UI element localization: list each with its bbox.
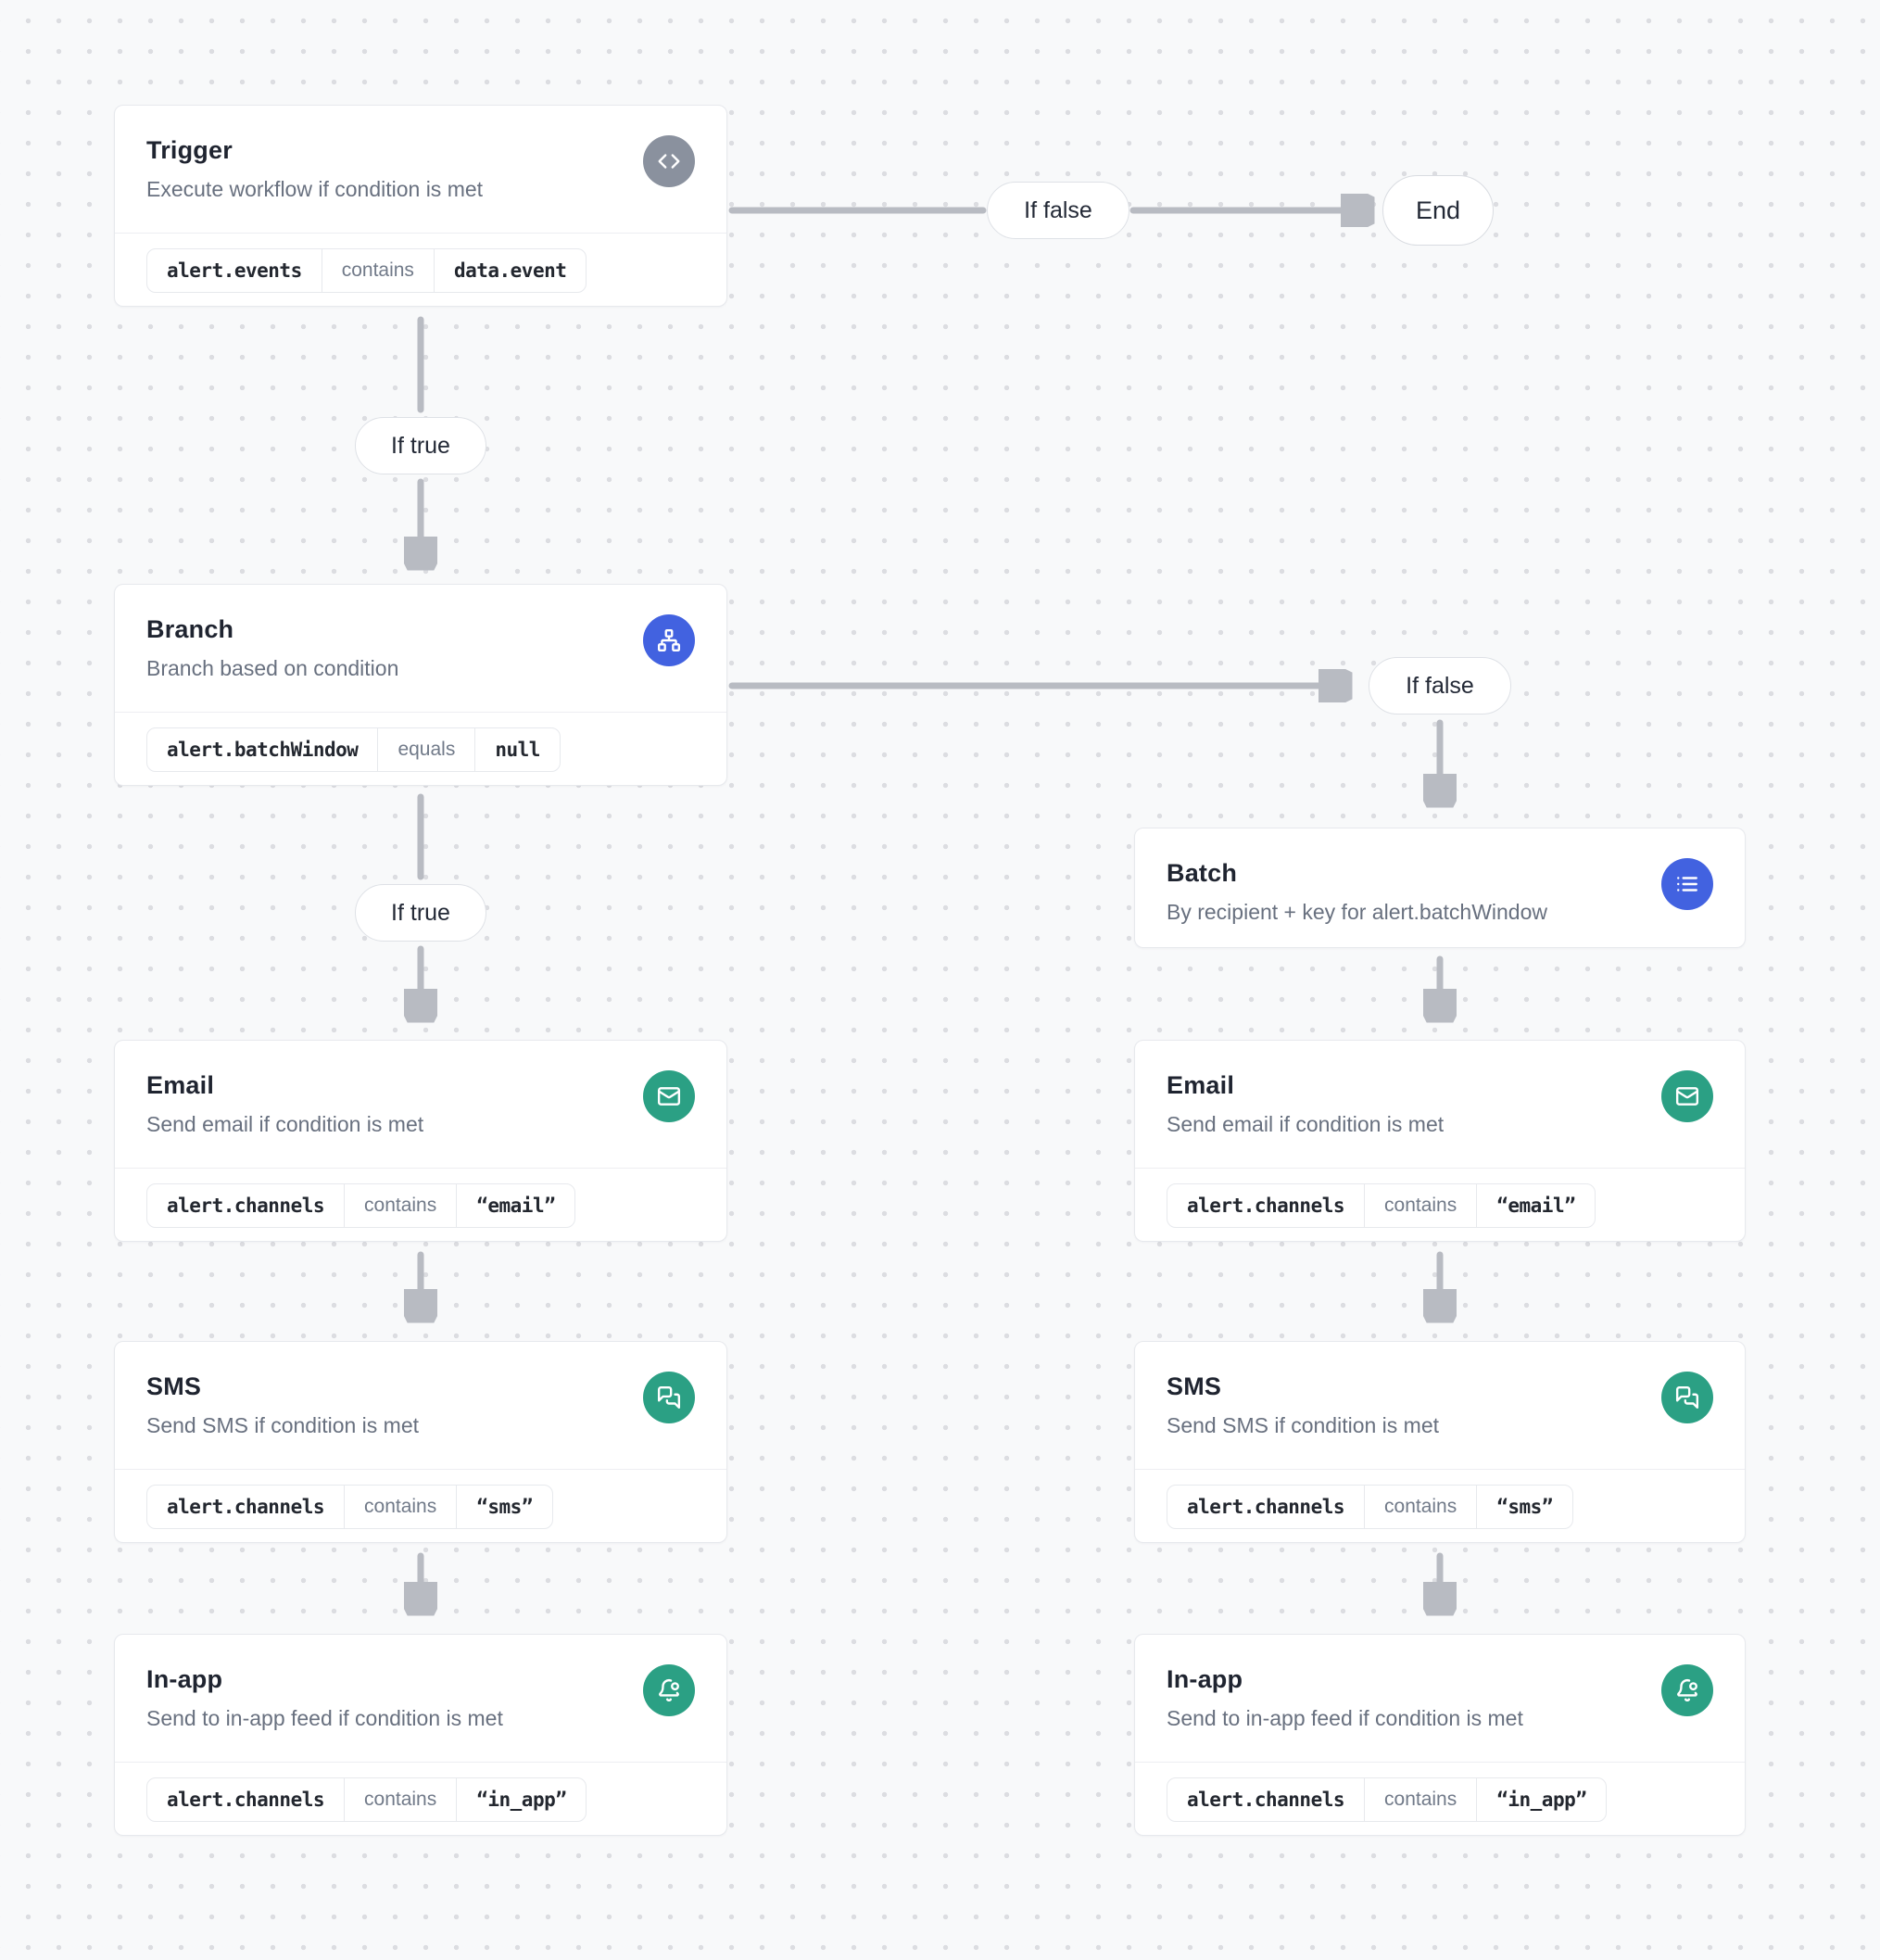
node-header: In-app Send to in-app feed if condition … <box>1135 1635 1745 1762</box>
node-header: Email Send email if condition is met <box>115 1041 726 1168</box>
node-condition-row: alert.channels contains “in_app” <box>1135 1762 1745 1836</box>
condition-chip-group: alert.channels contains “sms” <box>1167 1484 1573 1529</box>
node-email-right[interactable]: Email Send email if condition is met ale… <box>1134 1040 1746 1242</box>
node-subtitle: By recipient + key for alert.batchWindow <box>1167 900 1547 924</box>
condition-operator: contains <box>1364 1777 1478 1821</box>
condition-value: “in_app” <box>1496 1788 1587 1811</box>
node-condition-row: alert.channels contains “email” <box>115 1168 726 1242</box>
condition-operator: contains <box>344 1485 458 1528</box>
condition-operator: contains <box>1364 1183 1478 1227</box>
node-condition-row: alert.channels contains “sms” <box>1135 1469 1745 1543</box>
node-batch[interactable]: Batch By recipient + key for alert.batch… <box>1134 828 1746 948</box>
edge-label-if-false-branch: If false <box>1369 657 1511 714</box>
node-condition-row: alert.channels contains “email” <box>1135 1168 1745 1242</box>
condition-field: alert.channels <box>167 1495 325 1518</box>
node-subtitle: Execute workflow if condition is met <box>146 177 484 201</box>
node-email-left[interactable]: Email Send email if condition is met ale… <box>114 1040 727 1242</box>
node-subtitle: Branch based on condition <box>146 656 399 680</box>
condition-chip-group: alert.channels contains “in_app” <box>1167 1777 1608 1822</box>
node-inapp-right[interactable]: In-app Send to in-app feed if condition … <box>1134 1634 1746 1836</box>
node-header: SMS Send SMS if condition is met <box>1135 1342 1745 1469</box>
condition-field: alert.events <box>167 259 302 282</box>
condition-chip-group: alert.batchWindow equals null <box>146 727 561 772</box>
condition-value: “email” <box>476 1194 556 1217</box>
condition-chip-group: alert.events contains data.event <box>146 247 587 293</box>
condition-field: alert.batchWindow <box>167 738 359 761</box>
chat-icon <box>643 1372 695 1423</box>
condition-chip-group: alert.channels contains “email” <box>146 1182 576 1228</box>
condition-field: alert.channels <box>1187 1194 1345 1217</box>
node-condition-row: alert.channels contains “in_app” <box>115 1762 726 1836</box>
node-header: Batch By recipient + key for alert.batch… <box>1135 828 1745 948</box>
condition-operator: contains <box>344 1183 458 1227</box>
node-subtitle: Send SMS if condition is met <box>1167 1413 1440 1437</box>
node-condition-row: alert.batchWindow equals null <box>115 712 726 786</box>
condition-operator: contains <box>1364 1485 1478 1528</box>
condition-operator: contains <box>321 248 435 292</box>
node-header: SMS Send SMS if condition is met <box>115 1342 726 1469</box>
end-node: End <box>1382 175 1494 246</box>
condition-value: “sms” <box>476 1495 533 1518</box>
node-header: In-app Send to in-app feed if condition … <box>115 1635 726 1762</box>
condition-field: alert.channels <box>1187 1788 1345 1811</box>
node-subtitle: Send to in-app feed if condition is met <box>1167 1706 1523 1730</box>
condition-chip-group: alert.channels contains “email” <box>1167 1182 1596 1228</box>
condition-field: alert.channels <box>167 1194 325 1217</box>
list-icon <box>1661 858 1713 910</box>
node-title: Batch <box>1167 859 1238 887</box>
node-title: Email <box>146 1071 215 1099</box>
node-title: Branch <box>146 615 234 643</box>
node-title: Trigger <box>146 136 233 164</box>
node-condition-row: alert.events contains data.event <box>115 233 726 307</box>
condition-chip-group: alert.channels contains “in_app” <box>146 1777 587 1822</box>
sitemap-icon <box>643 614 695 666</box>
node-sms-right[interactable]: SMS Send SMS if condition is met alert.c… <box>1134 1341 1746 1543</box>
node-trigger[interactable]: Trigger Execute workflow if condition is… <box>114 105 727 307</box>
node-subtitle: Send email if condition is met <box>146 1112 424 1136</box>
condition-value: data.event <box>453 259 567 282</box>
node-header: Branch Branch based on condition <box>115 585 726 712</box>
condition-value: “in_app” <box>476 1788 567 1811</box>
chat-icon <box>1661 1372 1713 1423</box>
condition-field: alert.channels <box>1187 1495 1345 1518</box>
bell-dot-icon <box>1661 1664 1713 1716</box>
edge-label-if-true-trigger: If true <box>355 417 486 474</box>
node-subtitle: Send SMS if condition is met <box>146 1413 420 1437</box>
edge-label-if-true-branch: If true <box>355 884 486 942</box>
condition-field: alert.channels <box>167 1788 325 1811</box>
node-title: SMS <box>146 1372 202 1400</box>
condition-operator: contains <box>344 1777 458 1821</box>
node-inapp-left[interactable]: In-app Send to in-app feed if condition … <box>114 1634 727 1836</box>
node-subtitle: Send to in-app feed if condition is met <box>146 1706 503 1730</box>
condition-operator: equals <box>377 727 476 771</box>
node-sms-left[interactable]: SMS Send SMS if condition is met alert.c… <box>114 1341 727 1543</box>
node-branch[interactable]: Branch Branch based on condition alert.b… <box>114 584 727 786</box>
node-title: SMS <box>1167 1372 1222 1400</box>
edge-label-if-false-top: If false <box>987 182 1129 239</box>
condition-value: “email” <box>1496 1194 1576 1217</box>
node-subtitle: Send email if condition is met <box>1167 1112 1445 1136</box>
mail-icon <box>1661 1070 1713 1122</box>
condition-value: null <box>495 738 540 761</box>
bell-dot-icon <box>643 1664 695 1716</box>
node-header: Trigger Execute workflow if condition is… <box>115 106 726 233</box>
code-icon <box>643 135 695 187</box>
condition-chip-group: alert.channels contains “sms” <box>146 1484 553 1529</box>
node-header: Email Send email if condition is met <box>1135 1041 1745 1168</box>
node-title: Email <box>1167 1071 1235 1099</box>
condition-value: “sms” <box>1496 1495 1553 1518</box>
mail-icon <box>643 1070 695 1122</box>
node-condition-row: alert.channels contains “sms” <box>115 1469 726 1543</box>
node-title: In-app <box>146 1665 223 1693</box>
node-title: In-app <box>1167 1665 1243 1693</box>
